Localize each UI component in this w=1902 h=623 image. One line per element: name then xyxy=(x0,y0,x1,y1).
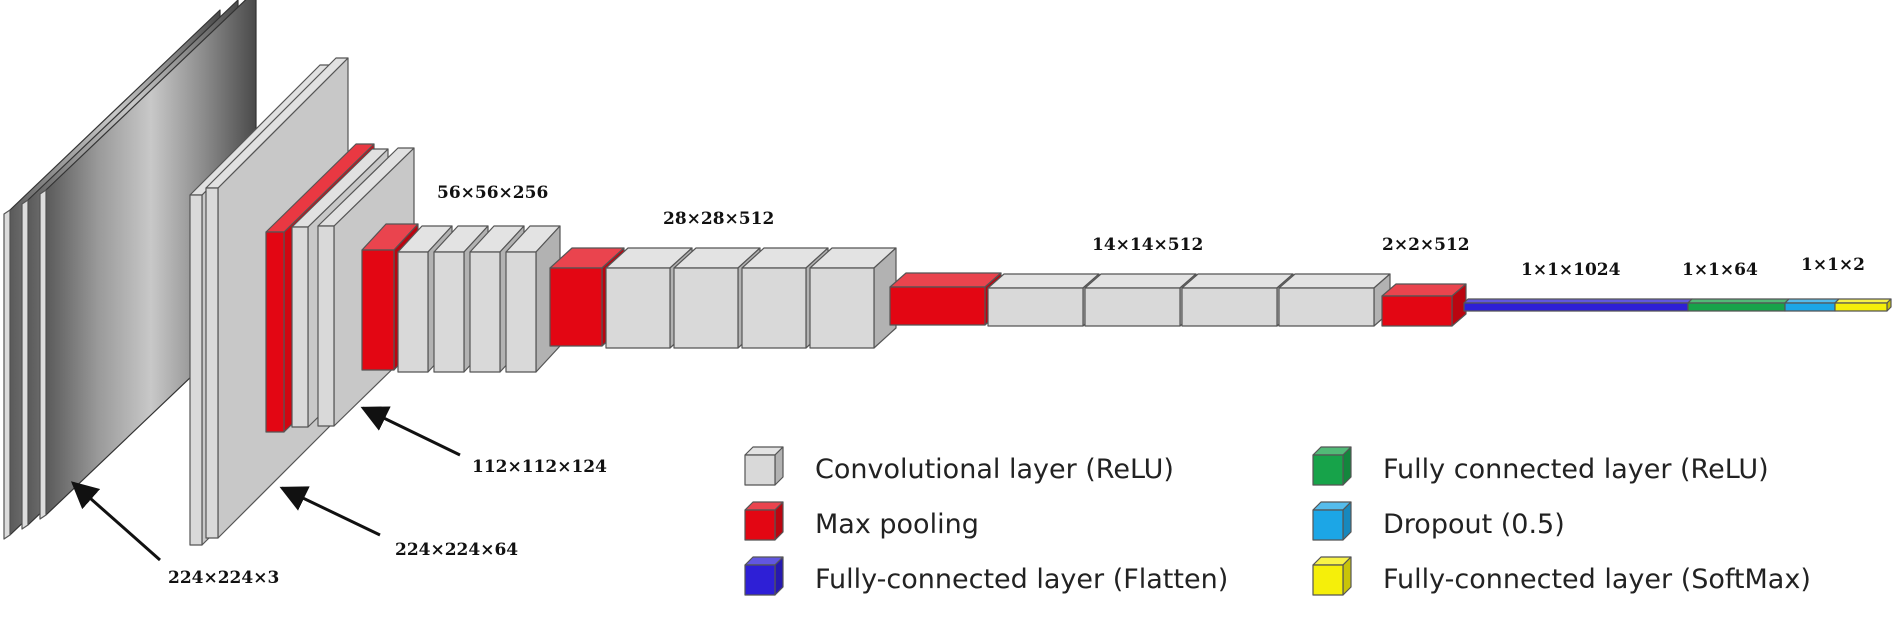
conv-block-5-3-front xyxy=(1181,287,1278,327)
conv-block-3-1-front xyxy=(397,251,429,373)
dim-label-block1: 224×224×64 xyxy=(395,540,518,560)
conv-block-3-2-front xyxy=(433,251,465,373)
dim-label-block4: 28×28×512 xyxy=(663,209,774,229)
pool-block-2-front xyxy=(361,249,395,371)
fc-bar-softmax xyxy=(1834,298,1892,312)
conv-block-5-3 xyxy=(1181,273,1294,327)
arrow-block2 xyxy=(360,406,461,457)
conv-block-5-2 xyxy=(1084,273,1197,327)
legend-cube-conv-shape xyxy=(744,446,784,486)
fc-bar-flatten-front xyxy=(1463,302,1689,312)
pool-block-4-top xyxy=(889,272,1002,288)
legend-cube-dropout-shape-front xyxy=(1312,509,1344,541)
conv-block-3-3-front xyxy=(469,251,501,373)
conv-block-4-3-front xyxy=(741,267,807,349)
legend-cube-fc_relu-shape xyxy=(1312,446,1352,486)
legend-cube-softmax-shape-front xyxy=(1312,564,1344,596)
legend-cube-flatten-shape xyxy=(744,556,784,596)
arrow-block1 xyxy=(279,486,381,537)
legend-cube-flatten xyxy=(744,556,784,596)
dim-label-output: 1×1×2 xyxy=(1801,255,1865,275)
pool-block-4 xyxy=(889,272,1002,326)
legend-cube-fc_relu xyxy=(1312,446,1352,486)
pool-slab-1-front xyxy=(265,231,285,433)
input-xray-images xyxy=(3,0,257,540)
legend: Convolutional layer (ReLU) Max pooling F… xyxy=(744,446,1811,596)
conv-block-5-3-top xyxy=(1181,273,1294,289)
legend-item-fc-relu: Fully connected layer (ReLU) xyxy=(1312,446,1769,486)
xray-image-edge-3 xyxy=(39,189,47,520)
legend-cube-softmax-shape xyxy=(1312,556,1352,596)
dim-label-block2: 112×112×124 xyxy=(472,457,607,477)
conv-block-5-2-top xyxy=(1084,273,1197,289)
conv-slab-1-front xyxy=(189,194,203,546)
conv-block-5-4-top xyxy=(1278,273,1391,289)
dimension-labels: 224×224×3 224×224×64 112×112×124 56×56×2… xyxy=(168,183,1865,588)
dim-label-block5: 14×14×512 xyxy=(1092,235,1203,255)
legend-item-flatten: Fully-connected layer (Flatten) xyxy=(744,556,1228,596)
dim-label-block3: 56×56×256 xyxy=(437,183,548,203)
legend-cube-fc_relu-shape-front xyxy=(1312,454,1344,486)
fc-bar-relu xyxy=(1687,298,1790,312)
dim-label-fc: 1×1×64 xyxy=(1682,260,1758,280)
xray-image-3 xyxy=(39,0,257,520)
legend-label-conv: Convolutional layer (ReLU) xyxy=(815,454,1174,485)
conv-block-5-2-front xyxy=(1084,287,1181,327)
pool-block-5-front xyxy=(1381,295,1453,327)
xray-image-edge-2 xyxy=(21,199,29,530)
layer-blocks xyxy=(189,57,1467,546)
legend-cube-pool-shape-front xyxy=(744,509,776,541)
arrow-input xyxy=(70,481,161,562)
conv-slab-4-front xyxy=(317,225,335,427)
legend-item-dropout: Dropout (0.5) xyxy=(1312,501,1565,541)
fully-connected-bars xyxy=(1463,298,1892,312)
fc-bar-dropout-front xyxy=(1784,302,1836,312)
conv-block-5-1-front xyxy=(987,287,1084,327)
dim-label-flatten: 1×1×1024 xyxy=(1521,260,1621,280)
legend-cube-flatten-shape-front xyxy=(744,564,776,596)
legend-cube-conv xyxy=(744,446,784,486)
dim-label-input: 224×224×3 xyxy=(168,568,279,588)
pool-block-5 xyxy=(1381,283,1467,327)
legend-cube-pool-shape xyxy=(744,501,784,541)
legend-item-conv: Convolutional layer (ReLU) xyxy=(744,446,1174,486)
conv-block-4-4 xyxy=(809,247,897,349)
legend-cube-dropout-shape xyxy=(1312,501,1352,541)
conv-block-3-4-front xyxy=(505,251,537,373)
legend-cube-softmax xyxy=(1312,556,1352,596)
legend-cube-conv-shape-front xyxy=(744,454,776,486)
legend-label-softmax: Fully-connected layer (SoftMax) xyxy=(1383,564,1811,595)
conv-block-4-1-front xyxy=(605,267,671,349)
legend-item-pool: Max pooling xyxy=(744,501,979,541)
legend-label-fc-relu: Fully connected layer (ReLU) xyxy=(1383,454,1769,485)
conv-block-4-2-front xyxy=(673,267,739,349)
fc-bar-relu-front xyxy=(1687,302,1786,312)
conv-slab-3-front xyxy=(291,226,309,428)
fc-bar-dropout xyxy=(1784,298,1840,312)
pool-block-4-front xyxy=(889,286,986,326)
legend-cube-pool xyxy=(744,501,784,541)
dimension-arrows xyxy=(70,406,461,562)
conv-slab-2-front xyxy=(205,187,219,539)
legend-label-pool: Max pooling xyxy=(815,509,979,540)
dim-label-pool-final: 2×2×512 xyxy=(1382,235,1470,255)
conv-block-5-4-front xyxy=(1278,287,1375,327)
pool-block-3-front xyxy=(549,267,603,347)
conv-block-5-1 xyxy=(987,273,1100,327)
conv-block-5-1-top xyxy=(987,273,1100,289)
legend-item-softmax: Fully-connected layer (SoftMax) xyxy=(1312,556,1811,596)
legend-cube-dropout xyxy=(1312,501,1352,541)
fc-bar-flatten xyxy=(1463,298,1693,312)
xray-image-edge-1 xyxy=(3,209,11,540)
conv-block-4-4-front xyxy=(809,267,875,349)
conv-block-5-4 xyxy=(1278,273,1391,327)
fc-bar-softmax-front xyxy=(1834,302,1888,312)
legend-label-dropout: Dropout (0.5) xyxy=(1383,509,1565,540)
legend-label-flatten: Fully-connected layer (Flatten) xyxy=(815,564,1228,595)
